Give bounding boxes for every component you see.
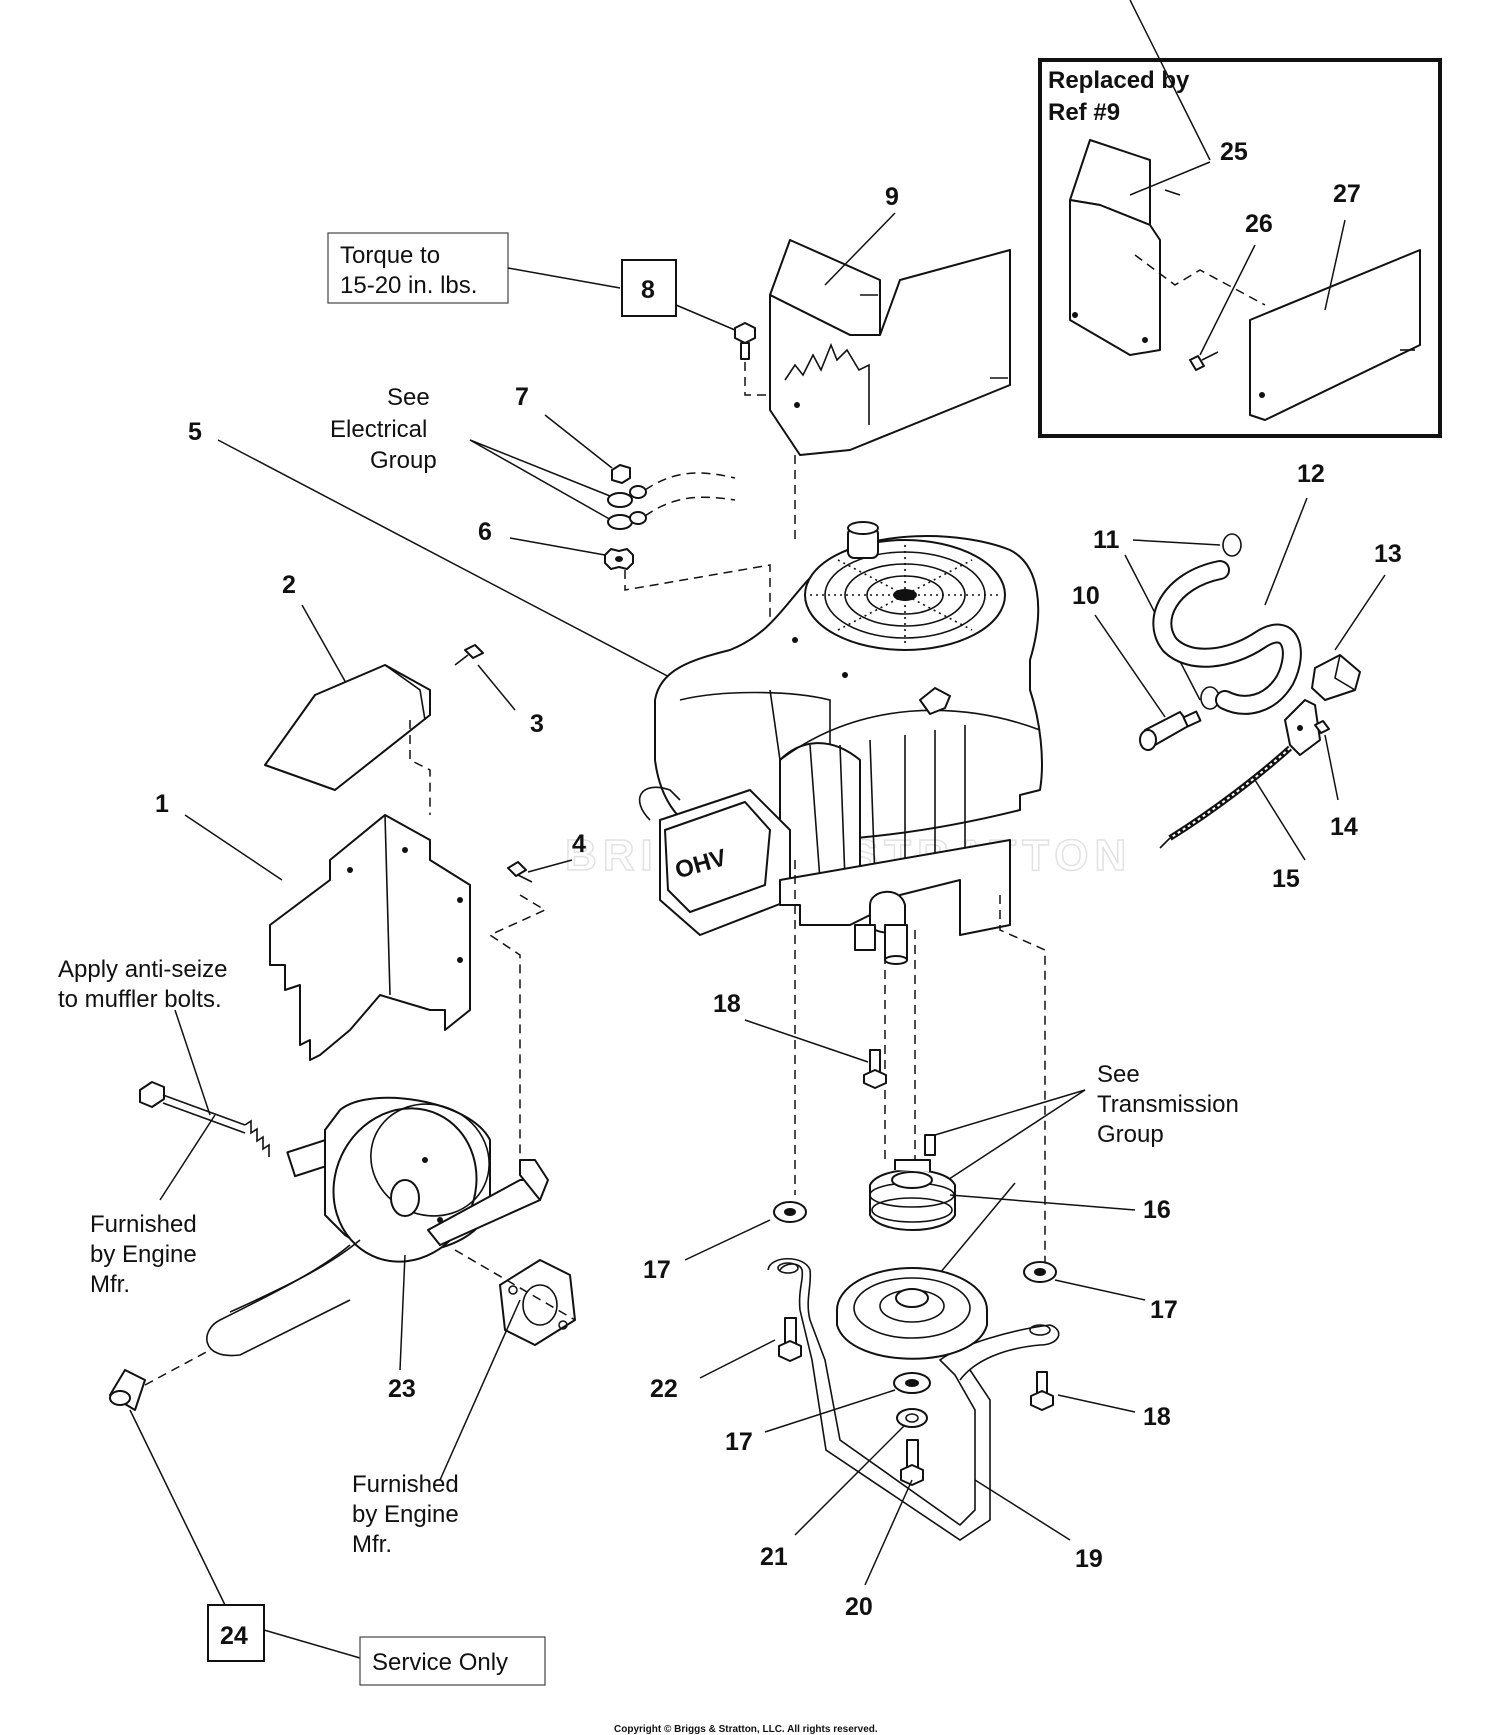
part-16-drive-pulley bbox=[869, 1159, 956, 1231]
part-24-tip bbox=[109, 1369, 146, 1411]
part-4-screw bbox=[507, 861, 533, 883]
callout-21: 21 bbox=[760, 1543, 788, 1571]
part-18-bolt-lower bbox=[1030, 1371, 1054, 1411]
furnished-note-a-line1: Furnished bbox=[90, 1211, 197, 1238]
part-27-plate bbox=[1249, 249, 1421, 421]
inset-title-line2: Ref #9 bbox=[1048, 99, 1120, 126]
callout-27: 27 bbox=[1333, 180, 1361, 208]
part-9-bracket bbox=[769, 239, 1011, 456]
part-25-bracket bbox=[1069, 139, 1181, 356]
part-22-bolt bbox=[778, 1317, 802, 1362]
callout-25: 25 bbox=[1220, 138, 1248, 166]
copyright-text: Copyright © Briggs & Stratton, LLC. All … bbox=[614, 1724, 878, 1735]
torque-note-line2: 15-20 in. lbs. bbox=[340, 272, 477, 299]
part-2-shield bbox=[264, 664, 431, 791]
part-6-star-washer bbox=[604, 548, 634, 570]
callout-16: 16 bbox=[1143, 1196, 1171, 1224]
part-17-washer-left bbox=[773, 1201, 807, 1223]
inset-alignment-line bbox=[1134, 254, 1266, 306]
callout-12: 12 bbox=[1297, 460, 1325, 488]
furnished-note-a-line2: by Engine bbox=[90, 1241, 197, 1268]
torque-note-line1: Torque to bbox=[340, 242, 440, 269]
electrical-note-line3: Group bbox=[370, 447, 437, 474]
part-17-washer-right bbox=[1023, 1261, 1057, 1283]
electrical-note-line2: Electrical bbox=[330, 416, 427, 443]
antiseize-note-line1: Apply anti-seize bbox=[58, 956, 227, 983]
callout-7: 7 bbox=[515, 383, 529, 411]
callout-24-box bbox=[207, 1604, 265, 1662]
part-13-knob bbox=[1311, 654, 1361, 701]
callout-18-upper: 18 bbox=[713, 990, 741, 1018]
part-23-muffler bbox=[206, 1096, 549, 1357]
callout-17-center: 17 bbox=[725, 1428, 753, 1456]
exhaust-gasket bbox=[499, 1259, 576, 1346]
callout-24: 24 bbox=[220, 1622, 248, 1650]
part-10-fuel-shutoff bbox=[1139, 710, 1202, 751]
part-14-throttle-bracket bbox=[1284, 699, 1330, 756]
furnished-note-b-line1: Furnished bbox=[352, 1471, 459, 1498]
inset-title-line1: Replaced by bbox=[1048, 67, 1190, 94]
callout-20: 20 bbox=[845, 1593, 873, 1621]
callout-11: 11 bbox=[1093, 526, 1120, 554]
callout-8: 8 bbox=[641, 276, 655, 304]
callout-22: 22 bbox=[650, 1375, 678, 1403]
callout-23: 23 bbox=[388, 1375, 416, 1403]
shaft-key bbox=[924, 1134, 936, 1156]
part-7-nut-and-washers bbox=[607, 464, 736, 530]
callout-15: 15 bbox=[1272, 865, 1300, 893]
antiseize-note-line2: to muffler bolts. bbox=[58, 986, 222, 1013]
callout-13: 13 bbox=[1374, 540, 1402, 568]
torque-note-box bbox=[327, 232, 509, 304]
transmission-note-line3: Group bbox=[1097, 1121, 1164, 1148]
part-17-washer-center bbox=[893, 1372, 931, 1394]
callout-4: 4 bbox=[572, 830, 586, 858]
part-12-fuel-line bbox=[1152, 560, 1302, 715]
callout-17-right: 17 bbox=[1150, 1296, 1178, 1324]
furnished-note-a-line3: Mfr. bbox=[90, 1271, 130, 1298]
callout-9: 9 bbox=[885, 183, 899, 211]
callout-17-left: 17 bbox=[643, 1256, 671, 1284]
furnished-note-b-line3: Mfr. bbox=[352, 1531, 392, 1558]
part-1-heat-shield bbox=[269, 814, 471, 1061]
part-15-cable bbox=[1159, 745, 1293, 849]
engine-assembly: OHV bbox=[638, 521, 1043, 965]
transmission-note-line2: Transmission bbox=[1097, 1091, 1239, 1118]
service-only-note-box bbox=[359, 1636, 546, 1686]
part-21-lock-washer bbox=[896, 1408, 928, 1428]
callout-5: 5 bbox=[188, 418, 202, 446]
replacement-inset: Replaced by Ref #9 25 26 27 bbox=[1038, 0, 1442, 438]
part-8-bolt bbox=[734, 322, 756, 360]
part-3-screw bbox=[454, 644, 484, 666]
callout-19: 19 bbox=[1075, 1545, 1103, 1573]
part-26-screw bbox=[1189, 351, 1219, 371]
furnished-note-b-line2: by Engine bbox=[352, 1501, 459, 1528]
transmission-note-line1: See bbox=[1097, 1061, 1140, 1088]
callout-3: 3 bbox=[530, 710, 544, 738]
electrical-note-line1: See bbox=[387, 384, 430, 411]
part-18-bolt-upper bbox=[863, 1049, 887, 1089]
callout-1: 1 bbox=[155, 790, 169, 818]
callout-14: 14 bbox=[1330, 813, 1358, 841]
callout-2: 2 bbox=[282, 571, 296, 599]
callout-18-lower: 18 bbox=[1143, 1403, 1171, 1431]
part-20-bolt bbox=[900, 1439, 924, 1486]
service-only-note: Service Only bbox=[372, 1649, 508, 1676]
part-16-idler-pulley bbox=[836, 1267, 988, 1360]
callout-8-box bbox=[621, 259, 677, 317]
callout-10: 10 bbox=[1072, 582, 1100, 610]
callout-6: 6 bbox=[478, 518, 492, 546]
callout-26: 26 bbox=[1245, 210, 1273, 238]
muffler-bolts bbox=[139, 1081, 270, 1157]
